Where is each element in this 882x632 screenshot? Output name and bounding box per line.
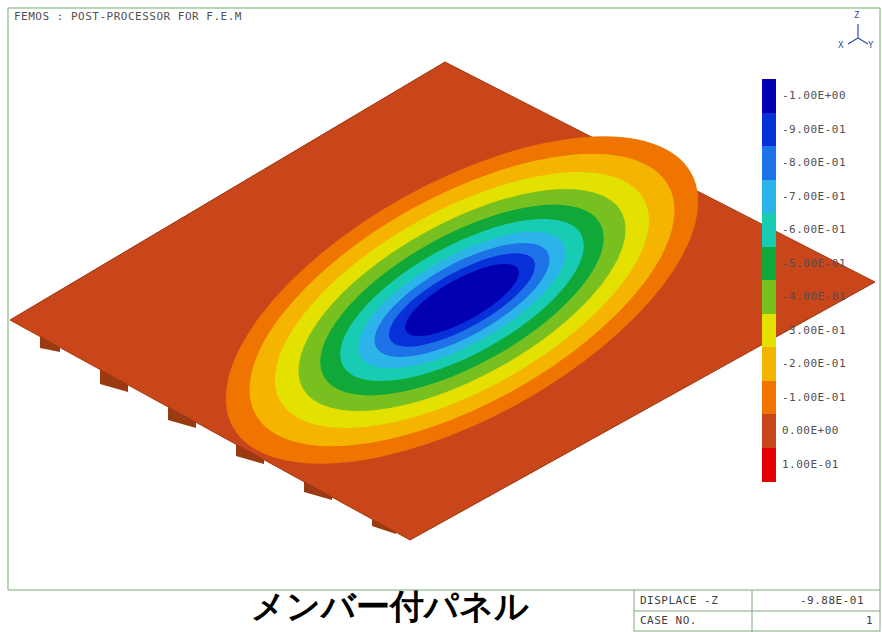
axis-label: X	[838, 40, 844, 50]
legend-value: -4.00E-01	[782, 290, 846, 303]
header-text: FEMOS : POST-PROCESSOR FOR F.E.M	[14, 10, 242, 23]
legend-swatch	[762, 347, 776, 381]
result-value: -9.88E-01	[800, 594, 864, 607]
legend-value: -5.00E-01	[782, 257, 846, 270]
mesh-texture	[10, 62, 875, 540]
legend-value: -9.00E-01	[782, 123, 846, 136]
legend-value: -3.00E-01	[782, 324, 846, 337]
legend-swatch	[762, 146, 776, 180]
legend-value: -7.00E-01	[782, 190, 846, 203]
legend-swatch	[762, 247, 776, 281]
legend-swatch	[762, 180, 776, 214]
frame	[8, 8, 880, 590]
info-box	[634, 590, 880, 632]
case-number: 1	[866, 614, 873, 627]
legend-swatch	[762, 213, 776, 247]
result-type: DISPLACE -Z	[640, 594, 718, 607]
legend-swatch	[762, 113, 776, 147]
legend-value: -1.00E-01	[782, 391, 846, 404]
legend-swatch	[762, 448, 776, 482]
legend-value: -2.00E-01	[782, 357, 846, 370]
displacement-contours	[176, 70, 749, 530]
legend-value: 1.00E-01	[782, 458, 839, 471]
legend-swatch	[762, 314, 776, 348]
axis-triad	[848, 24, 868, 44]
legend-swatch	[762, 79, 776, 113]
legend-value: -1.00E+00	[782, 89, 846, 102]
legend-swatch	[762, 414, 776, 448]
case-label: CASE NO.	[640, 614, 697, 627]
axis-label: Y	[868, 40, 874, 50]
caption: メンバー付パネル	[251, 584, 529, 630]
legend-value: -8.00E-01	[782, 156, 846, 169]
panel-surface	[10, 62, 875, 540]
legend-swatch	[762, 280, 776, 314]
legend-swatch	[762, 381, 776, 415]
axis-label: Z	[854, 10, 860, 20]
legend-value: 0.00E+00	[782, 424, 839, 437]
legend-value: -6.00E-01	[782, 223, 846, 236]
